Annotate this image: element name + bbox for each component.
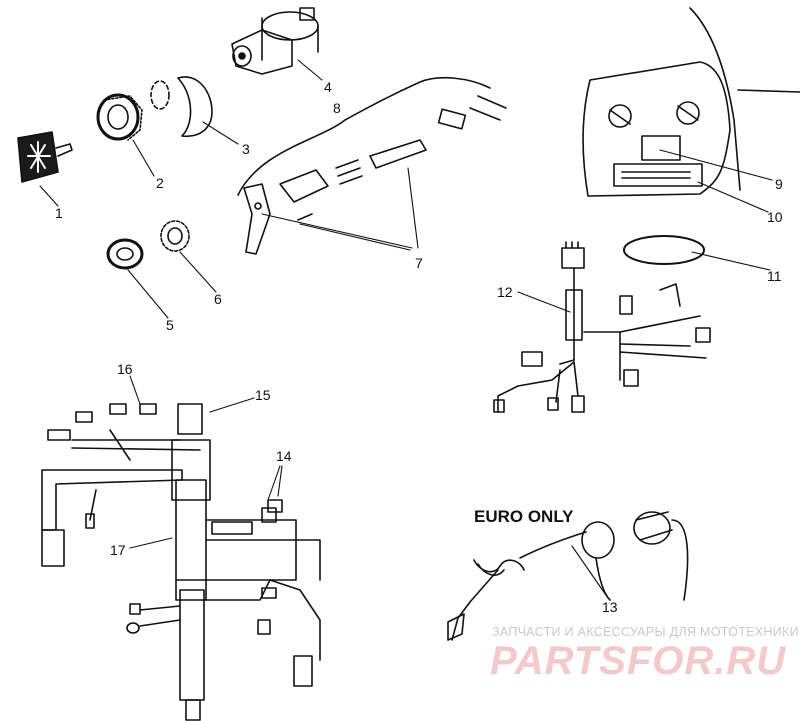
ignition-key[interactable] [17,131,73,183]
main-harness[interactable] [41,403,321,721]
callout-6: 6 [214,291,222,307]
leader-lines [39,59,773,599]
callout-labels: 1 2 3 4 5 6 7 8 9 10 11 12 13 14 15 16 1… [55,79,783,615]
switch-plate[interactable] [150,76,213,137]
dash-console[interactable] [582,7,800,265]
callout-2: 2 [156,175,164,191]
kill-switch-assembly[interactable] [237,76,507,255]
callout-4: 4 [324,79,332,95]
callout-7: 7 [415,255,423,271]
callout-12: 12 [497,284,513,300]
callout-3: 3 [242,141,250,157]
callout-15: 15 [255,387,271,403]
callout-16: 16 [117,361,133,377]
watermark: ЗАПЧАСТИ И АКСЕССУАРЫ ДЛЯ МОТОТЕХНИКИ PA… [490,625,799,683]
euro-only-label: EURO ONLY [474,507,574,526]
callout-11: 11 [767,268,782,284]
callout-5: 5 [166,317,174,333]
watermark-brand: PARTSFOR.RU [490,639,786,683]
watermark-tagline: ЗАПЧАСТИ И АКСЕССУАРЫ ДЛЯ МОТОТЕХНИКИ [492,625,799,639]
callout-8: 8 [333,100,341,116]
callout-9: 9 [775,176,783,192]
callout-17: 17 [110,542,126,558]
wiring-harness-12[interactable] [493,241,711,413]
lock-washer[interactable] [160,220,190,252]
euro-tether-cord[interactable] [447,511,689,641]
callout-1: 1 [55,205,63,221]
callout-13: 13 [602,599,618,615]
callout-14: 14 [276,448,292,464]
ignition-bezel[interactable] [96,93,143,141]
ignition-switch[interactable] [231,7,319,75]
switch-nut[interactable] [106,238,144,270]
callout-10: 10 [767,209,783,225]
